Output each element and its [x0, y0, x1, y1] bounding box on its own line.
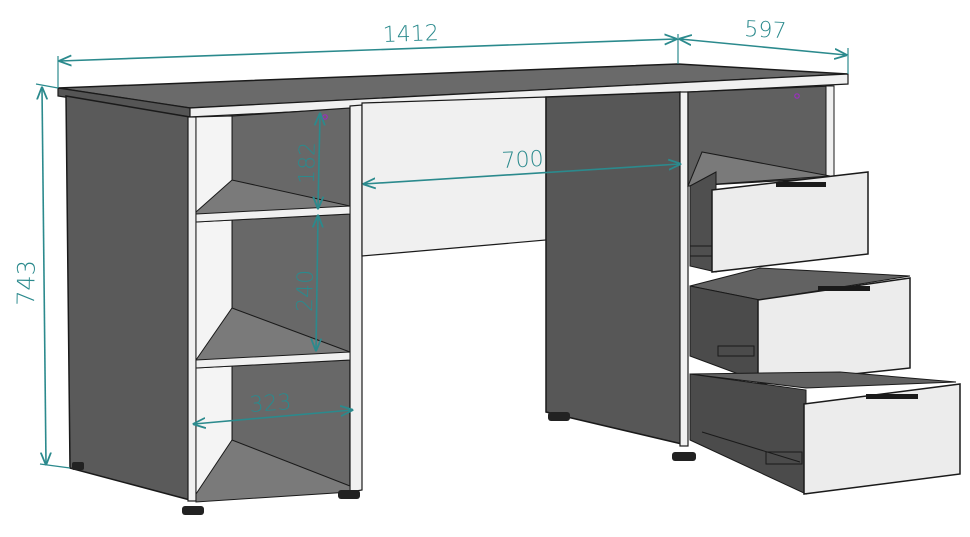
shelf-mid-label: 240: [293, 270, 319, 312]
depth-label: 597: [744, 17, 787, 44]
dimension-shelf-mid: 240: [293, 216, 319, 350]
height-label: 743: [12, 260, 41, 306]
dimension-height: 743: [12, 83, 71, 469]
opening-label: 700: [501, 147, 544, 174]
shelf-depth-label: 323: [249, 390, 293, 418]
dimension-opening: 700: [364, 147, 680, 184]
drawer-middle: [689, 267, 911, 385]
dimension-shelf-top: 182: [295, 114, 321, 208]
drawer-top: [689, 171, 869, 273]
modesty-panel: [361, 96, 547, 257]
drawer-bottom: [689, 371, 961, 495]
width-label: 1412: [382, 21, 439, 48]
dimension-width: 1412: [57, 21, 679, 88]
dimension-shelf-depth: 323: [194, 390, 352, 424]
shelf-top-label: 182: [295, 142, 321, 184]
dimension-depth: 597: [680, 17, 849, 74]
